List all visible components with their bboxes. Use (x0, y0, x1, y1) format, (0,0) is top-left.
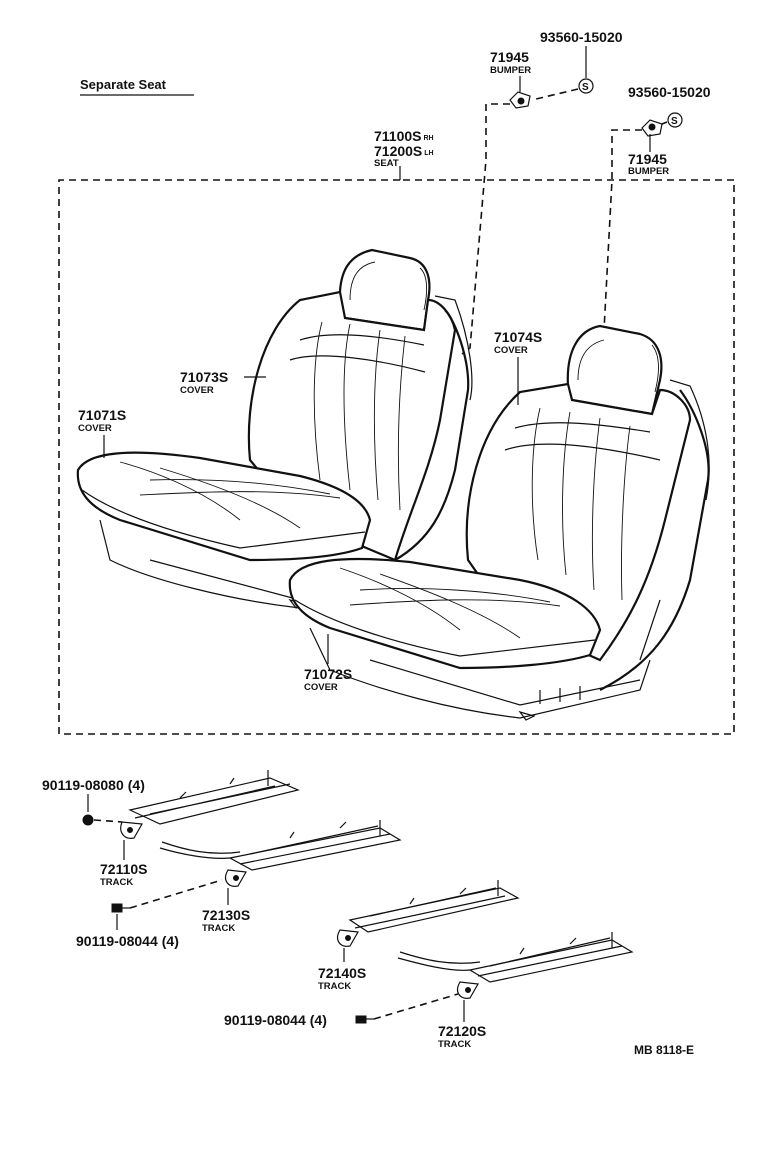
svg-text:93560-15020: 93560-15020 (628, 84, 711, 100)
svg-text:71945: 71945 (628, 151, 667, 167)
svg-text:72110S: 72110S (100, 861, 148, 877)
svg-text:COVER: COVER (304, 682, 338, 693)
svg-text:71073S: 71073S (180, 369, 228, 385)
svg-text:93560-15020: 93560-15020 (540, 29, 623, 45)
svg-text:71072S: 71072S (304, 666, 352, 682)
svg-text:72120S: 72120S (438, 1023, 486, 1039)
bumper-right-group: 93560-15020 S 71945 BUMPER (603, 84, 711, 331)
screw-right-icon: S (667, 112, 683, 128)
bumper-right-icon (641, 119, 663, 137)
svg-text:SEAT: SEAT (374, 158, 399, 169)
cover-71073S-label: 71073S COVER (180, 369, 266, 396)
right-seat-illustration (288, 324, 710, 721)
diagram-title: Separate Seat (80, 77, 167, 92)
track-72140S-illustration (337, 880, 520, 947)
svg-text:BUMPER: BUMPER (628, 166, 669, 177)
svg-text:BUMPER: BUMPER (490, 65, 531, 76)
svg-text:TRACK: TRACK (438, 1039, 471, 1050)
bumper-left-group: 93560-15020 S 71945 BUMPER (461, 29, 623, 355)
svg-text:S: S (671, 116, 678, 127)
bumper-left-icon (509, 91, 531, 109)
svg-text:TRACK: TRACK (100, 877, 133, 888)
bolt-1-icon (82, 814, 94, 826)
svg-text:COVER: COVER (180, 385, 214, 396)
track-72130S-label: 72130S TRACK (202, 888, 250, 934)
svg-text:90119-08044(4): 90119-08044(4) (76, 933, 179, 949)
track-72110S-label: 72110S TRACK (100, 840, 148, 888)
track-72120S-illustration (397, 932, 634, 999)
svg-text:71945: 71945 (490, 49, 529, 65)
svg-text:TRACK: TRACK (202, 923, 235, 934)
bolt-3-group: 90119-08044(4) (224, 993, 459, 1028)
svg-text:COVER: COVER (494, 345, 528, 356)
track-72140S-label: 72140S TRACK (318, 948, 366, 992)
screw-left-icon: S (578, 78, 594, 94)
bolt-2-group: 90119-08044(4) (76, 879, 223, 949)
svg-text:S: S (582, 82, 589, 93)
track-72130S-illustration (159, 820, 402, 887)
bolt-1-group: 90119-08080(4) (42, 777, 145, 826)
bolt-2-icon (111, 903, 130, 913)
reference-code: MB 8118-E (634, 1043, 694, 1057)
svg-text:COVER: COVER (78, 423, 112, 434)
svg-text:90119-08080(4): 90119-08080(4) (42, 777, 145, 793)
svg-text:TRACK: TRACK (318, 981, 351, 992)
track-72110S-illustration (120, 770, 300, 839)
svg-text:72140S: 72140S (318, 965, 366, 981)
seat-assembly-frame (58, 166, 735, 735)
svg-text:72130S: 72130S (202, 907, 250, 923)
cover-71074S-label: 71074S COVER (494, 329, 542, 405)
bolt-3-icon (355, 1015, 374, 1024)
svg-text:71074S: 71074S (494, 329, 542, 345)
svg-text:71071S: 71071S (78, 407, 126, 423)
track-72120S-label: 72120S TRACK (438, 1000, 486, 1050)
cover-71072S-label: 71072S COVER (304, 634, 352, 693)
svg-text:90119-08044(4): 90119-08044(4) (224, 1012, 327, 1028)
cover-71071S-label: 71071S COVER (78, 407, 126, 458)
left-seat-illustration (76, 248, 473, 609)
